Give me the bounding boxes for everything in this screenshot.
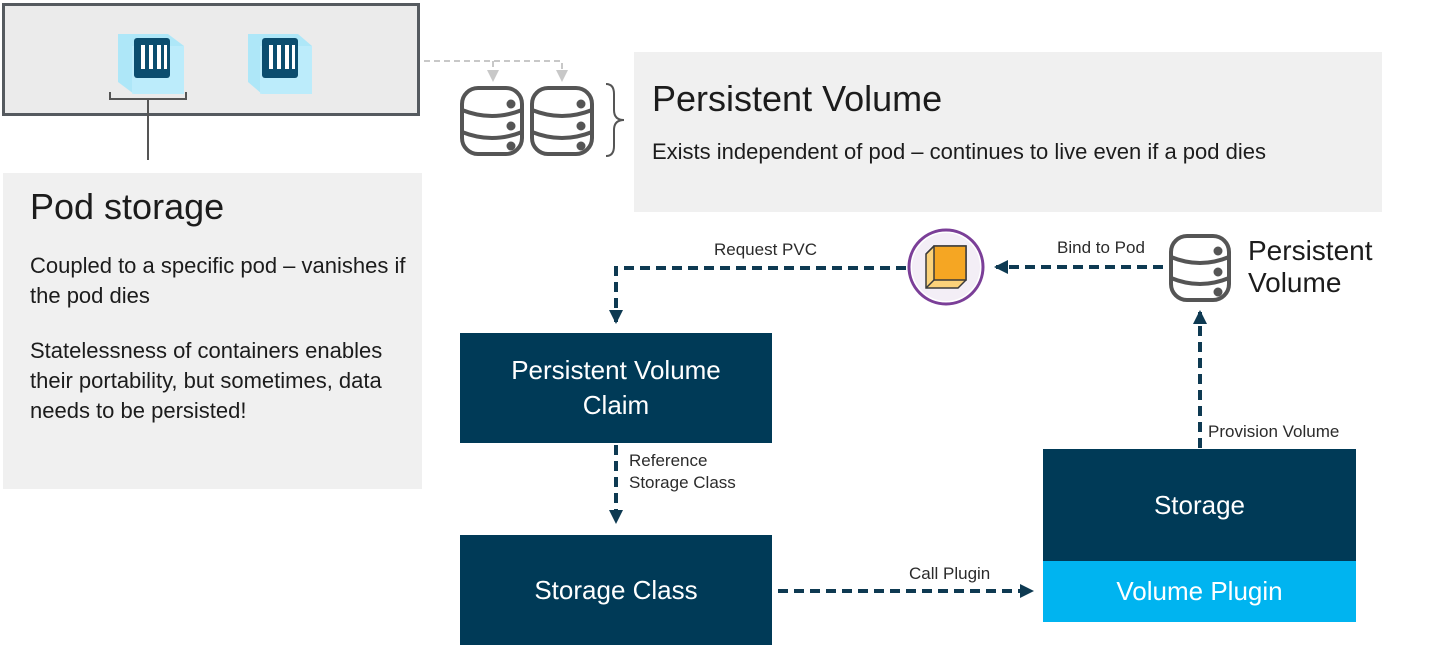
pvc-label: Persistent Volume Claim [511, 355, 721, 420]
call-plugin-label: Call Plugin [909, 564, 991, 583]
reference-storage-class-label: Reference Storage Class [629, 451, 736, 492]
persistent-volume-title: Persistent Volume [652, 78, 943, 119]
storage-class-box: Storage Class [460, 535, 772, 645]
pod-storage-description: Coupled to a specific pod – vanishes if … [30, 253, 406, 308]
container-icon [248, 34, 312, 94]
container-icon [118, 34, 184, 94]
storage-label: Storage [1153, 489, 1246, 520]
volume-plugin-box: Volume Plugin [1043, 561, 1356, 622]
pod-icon [907, 228, 985, 306]
storage-box: Storage [1043, 449, 1356, 561]
persistent-volume-label: Persistent Volume [1248, 235, 1373, 298]
pod-frame [2, 3, 420, 116]
pod-storage-title: Pod storage [30, 186, 225, 227]
persistent-volume-panel [634, 52, 1382, 212]
database-icon [530, 86, 594, 156]
provision-volume-label: Provision Volume [1208, 422, 1340, 441]
persistent-volume-description: Exists independent of pod – continues to… [652, 139, 1266, 164]
request-pvc-label: Request PVC [714, 240, 817, 259]
database-icon [460, 86, 524, 156]
pod-storage-note: Statelessness of containers enables thei… [30, 338, 383, 423]
pvc-box: Persistent Volume Claim [460, 333, 772, 443]
volume-plugin-label: Volume Plugin [1116, 576, 1283, 606]
pod-storage-panel [3, 173, 422, 489]
storage-class-label: Storage Class [534, 574, 698, 605]
database-icon [1169, 234, 1231, 302]
bind-to-pod-label: Bind to Pod [1057, 238, 1145, 257]
